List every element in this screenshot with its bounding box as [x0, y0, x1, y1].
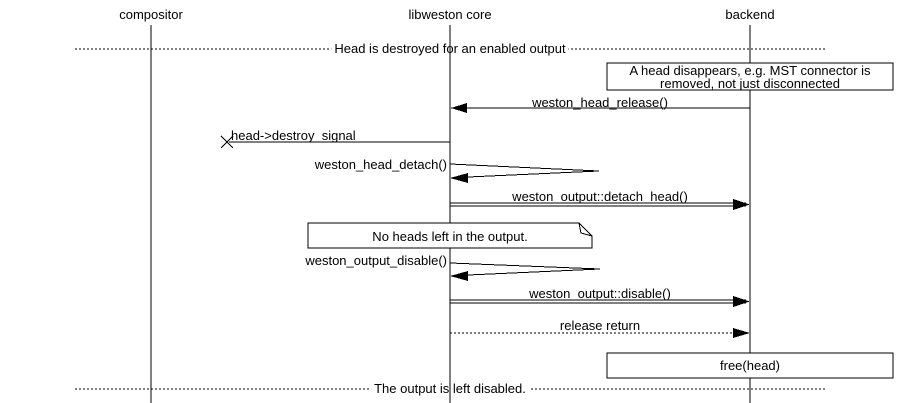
self-call-arrow-weston-head-detach [449, 163, 600, 183]
self-call-arrow-weston-output-disable [449, 262, 601, 281]
message-label-weston-output-disable-call: weston_output::disable() [529, 286, 671, 301]
message-label-release-return: release return [559, 318, 641, 333]
arrowhead-right [733, 328, 750, 338]
note-line-1: A head disappears, e.g. MST connector is [629, 63, 871, 78]
message-label-weston-output-detach-head: weston_output::detach_head() [512, 189, 688, 204]
actor-label-compositor: compositor [119, 7, 183, 22]
message-arrow-weston-head-release [451, 103, 750, 113]
note-line-2: removed, not just disconnected [660, 76, 840, 91]
note-text-head-disappears: A head disappears, e.g. MST connector is… [629, 64, 870, 90]
message-label-head-destroy-signal: head->destroy_signal [231, 128, 356, 143]
actor-label-libweston-core: libweston core [408, 7, 492, 22]
note-box-head-disappears [606, 62, 894, 91]
box-free-head [606, 352, 894, 379]
message-arrow-head-destroy-signal [220, 135, 450, 149]
arrowhead-right [733, 199, 750, 210]
message-label-weston-head-detach: weston_head_detach() [314, 157, 447, 172]
actor-label-backend: backend [725, 7, 775, 22]
arrowhead-left [450, 173, 468, 183]
note-text-no-heads: No heads left in the output. [372, 229, 528, 244]
message-arrow-weston-output-disable-call [450, 296, 750, 307]
note-box-no-heads [307, 222, 593, 249]
lost-cross [220, 135, 234, 149]
arrowhead-right [733, 296, 750, 307]
box-text-free-head: free(head) [720, 358, 780, 373]
message-arrow-weston-output-detach-head [450, 199, 750, 210]
message-label-weston-head-release: weston_head_release() [532, 95, 668, 110]
message-label-weston-output-disable: weston_output_disable() [305, 253, 447, 268]
message-arrow-release-return [450, 328, 750, 338]
arrowhead-left [451, 103, 467, 113]
arrowhead-left [450, 271, 468, 281]
note-fold-corner [578, 222, 593, 237]
